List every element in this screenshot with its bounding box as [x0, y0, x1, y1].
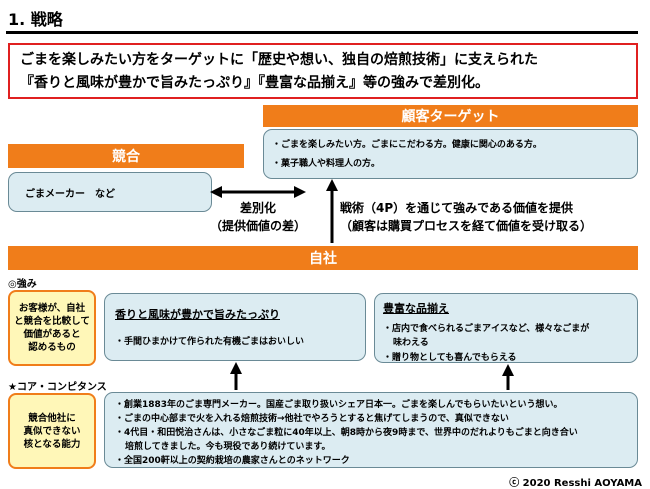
core-competence-note-line: 真似できない	[23, 425, 81, 437]
value-offer-caption-line-2: （顧客は購買プロセスを経て価値を受け取る）	[340, 219, 593, 233]
differentiation-caption-line-1: 差別化	[239, 201, 276, 215]
strength-aroma-title: 香りと風味が豊かで旨みたっぷり	[115, 308, 280, 321]
strategy-statement-line-2: 『香りと風味が豊かで旨みたっぷり』『豊富な品揃え』等の強みで差別化。	[20, 75, 489, 91]
self-company-banner: 自社	[8, 246, 638, 270]
strengths-label: ◎強み	[8, 279, 37, 290]
strength-variety-item: ・贈り物としても喜んでもらえる	[383, 353, 517, 363]
strengths-note: お客様が、自社 と競合を比較して 価値があると 認めるもの	[8, 290, 96, 366]
customer-target-item: ・ごまを楽しみたい方。ごまにこだわる方。健康に関心のある方。	[272, 140, 542, 150]
competition-item: ごまメーカー など	[25, 188, 115, 200]
title-underline	[6, 31, 638, 34]
core-competence-item: ・4代目・和田悦治さんは、小さなごま粒に40年以上、朝8時から夜9時まで、世界中…	[115, 428, 578, 438]
core-competence-item: ・全国200軒以上の契約栽培の農家さんとのネットワーク	[115, 456, 350, 466]
strength-variety-item: 味わえる	[393, 338, 429, 348]
differentiation-caption-line-2: （提供価値の差）	[209, 219, 306, 233]
strengths-note-line: 認めるもの	[28, 342, 76, 353]
strengths-note-line: 価値があると	[23, 329, 81, 340]
competition-banner: 競合	[8, 144, 244, 168]
value-offer-caption-line-1: 戦術（4P）を通じて強みである価値を提供	[340, 201, 574, 215]
customer-target-banner: 顧客ターゲット	[263, 105, 638, 127]
differentiation-caption: 差別化 （提供価値の差）	[200, 199, 316, 235]
strength-variety-box: 豊富な品揃え ・店内で食べられるごまアイスなど、様々なごまが 味わえる ・贈り物…	[374, 293, 638, 363]
core-competence-item: ・創業1883年のごま専門メーカー。国産ごま取り扱いシェア日本一。ごまを楽しんで…	[115, 400, 563, 410]
page-title: 1. 戦略	[8, 10, 63, 29]
value-offer-caption: 戦術（4P）を通じて強みである価値を提供 （顧客は購買プロセスを経て価値を受け取…	[340, 199, 640, 235]
core-competence-item: ・ごまの中心部まで火を入れる焙煎技術→他社でやろうとすると焦げてしまうので、真似…	[115, 414, 509, 424]
strength-aroma-item: ・手間ひまかけて作られた有機ごまはおいしい	[115, 337, 305, 347]
copyright-text: ⓒ 2020 Resshi AOYAMA	[509, 478, 642, 489]
core-competence-box: ・創業1883年のごま専門メーカー。国産ごま取り扱いシェア日本一。ごまを楽しんで…	[104, 392, 638, 468]
strength-variety-title: 豊富な品揃え	[383, 302, 449, 315]
strategy-statement-line-1: ごまを楽しみたい方をターゲットに「歴史や想い、独自の焙煎技術」に支えられた	[20, 52, 538, 68]
strategy-statement: ごまを楽しみたい方をターゲットに「歴史や想い、独自の焙煎技術」に支えられた 『香…	[8, 43, 638, 99]
core-competence-note-line: 競合他社に	[28, 412, 76, 424]
strength-variety-item: ・店内で食べられるごまアイスなど、様々なごまが	[383, 324, 590, 334]
strengths-note-line: お客様が、自社	[18, 303, 86, 314]
strengths-note-line: と競合を比較して	[14, 316, 90, 327]
core-competence-note: 競合他社に 真似できない 核となる能力	[8, 393, 96, 469]
core-competence-note-line: 核となる能力	[23, 438, 81, 450]
competition-box: ごまメーカー など	[8, 172, 212, 212]
customer-target-box: ・ごまを楽しみたい方。ごまにこだわる方。健康に関心のある方。 ・菓子職人や料理人…	[263, 129, 638, 179]
core-competence-label: ★コア・コンピタンス	[8, 382, 107, 393]
core-competence-item: 培煎してきました。今も現役であり続けています。	[125, 442, 331, 452]
customer-target-item: ・菓子職人や料理人の方。	[272, 159, 381, 169]
strength-aroma-box: 香りと風味が豊かで旨みたっぷり ・手間ひまかけて作られた有機ごまはおいしい	[104, 293, 366, 361]
